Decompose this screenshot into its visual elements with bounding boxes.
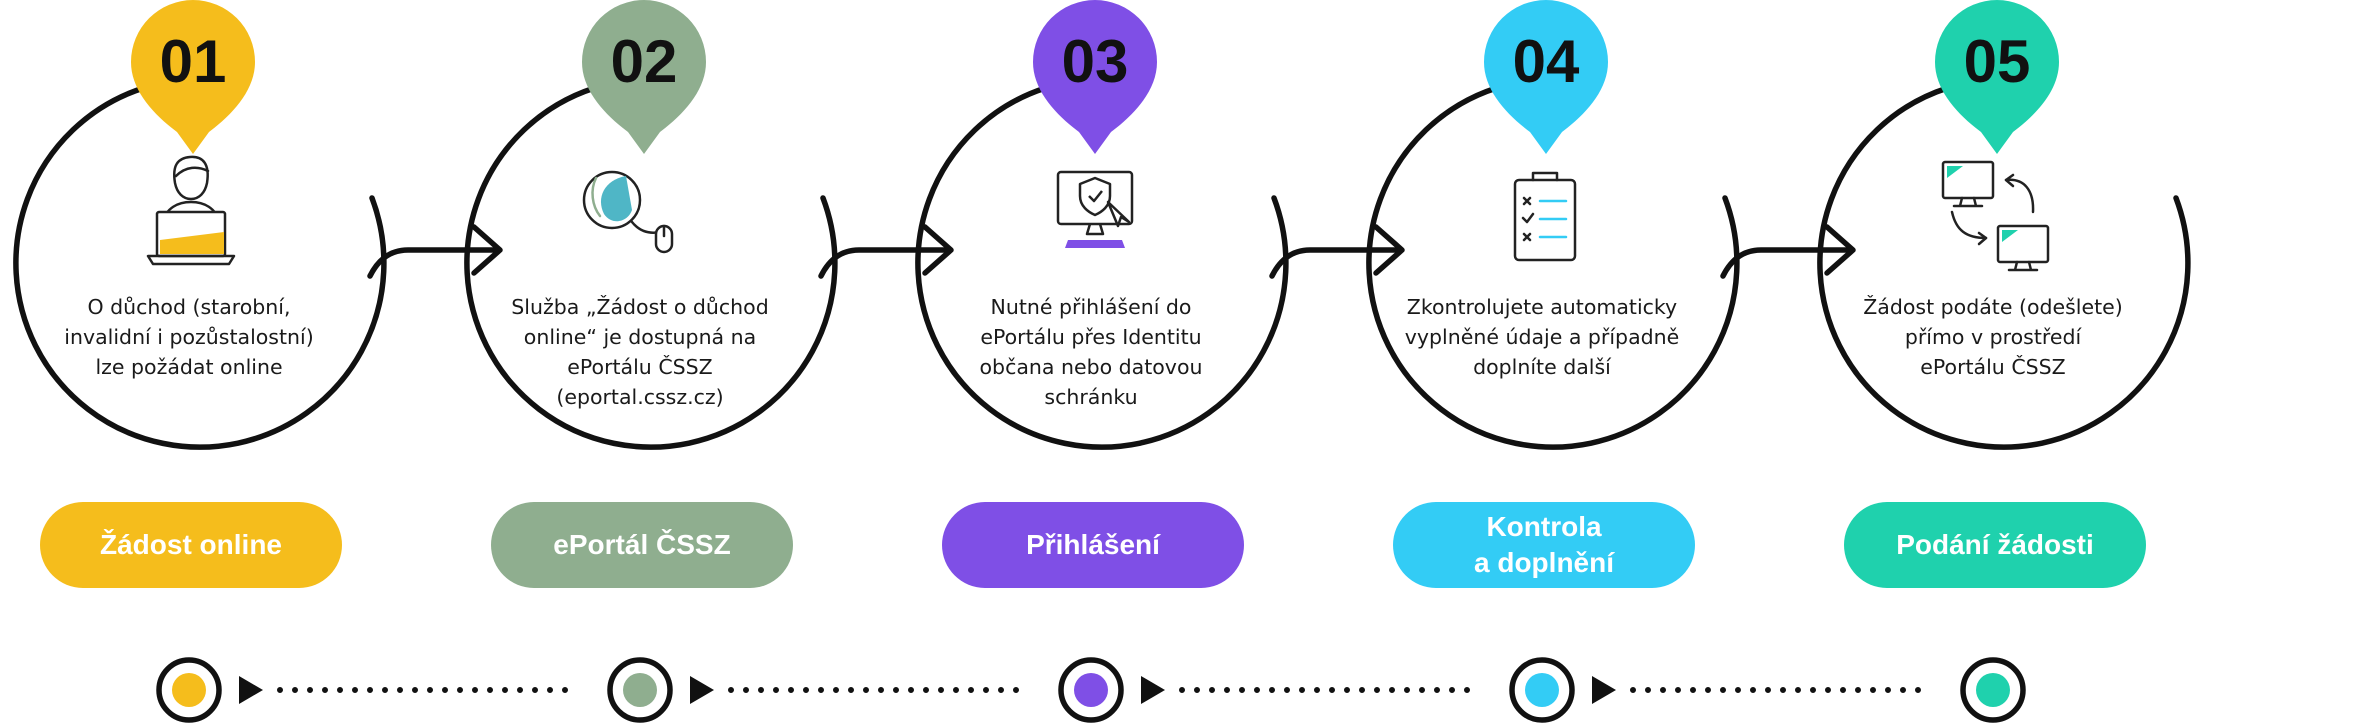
person-at-laptop-icon bbox=[146, 155, 236, 266]
description-line: online“ je dostupná na bbox=[523, 325, 757, 349]
number-pin-2: 02 bbox=[582, 0, 706, 154]
timeline-node-5 bbox=[1960, 657, 2026, 723]
pill-label: ePortál ČSSZ bbox=[553, 529, 731, 560]
arrowhead-3 bbox=[1373, 224, 1405, 276]
step-number-2: 02 bbox=[611, 28, 678, 95]
description-line: Služba „Žádost o důchod bbox=[511, 295, 769, 319]
step-description-2: Služba „Žádost o důchod online“ je dostu… bbox=[490, 292, 790, 412]
step-label-pill-4: Kontrola a doplnění bbox=[1393, 502, 1695, 588]
connector-arrow-4 bbox=[1720, 247, 1854, 279]
arrowhead-1 bbox=[471, 224, 503, 276]
timeline-arrowhead-3 bbox=[1141, 676, 1165, 704]
description-line: Žádost podáte (odešlete) bbox=[1863, 295, 2123, 319]
step-circle-4 bbox=[1366, 76, 1740, 450]
number-pin-3: 03 bbox=[1033, 0, 1157, 154]
timeline-node-3 bbox=[1058, 657, 1124, 723]
description-line: přímo v prostředí bbox=[1904, 325, 2082, 349]
step-number-5: 05 bbox=[1964, 28, 2031, 95]
number-pin-5: 05 bbox=[1935, 0, 2059, 154]
description-line: lze požádat online bbox=[95, 355, 283, 379]
description-line: vyplněné údaje a případně bbox=[1404, 325, 1680, 349]
pill-label: Přihlášení bbox=[1026, 529, 1160, 560]
description-line: O důchod (starobní, bbox=[87, 295, 291, 319]
timeline-node-4 bbox=[1509, 657, 1575, 723]
description-line: doplníte další bbox=[1473, 355, 1611, 379]
step-circle-1 bbox=[13, 76, 387, 450]
timeline-arrowhead-1 bbox=[239, 676, 263, 704]
step-circle-3 bbox=[915, 76, 1289, 450]
step-label-pill-2: ePortál ČSSZ bbox=[491, 502, 793, 588]
timeline bbox=[156, 657, 2026, 723]
step-description-3: Nutné přihlášení do ePortálu přes Identi… bbox=[941, 292, 1241, 412]
description-line: Nutné přihlášení do bbox=[990, 295, 1192, 319]
timeline-arrowhead-2 bbox=[690, 676, 714, 704]
monitors-exchange-icon bbox=[1941, 160, 2050, 272]
connector-arrow-3 bbox=[1269, 247, 1403, 279]
step-label-pill-3: Přihlášení bbox=[942, 502, 1244, 588]
step-description-5: Žádost podáte (odešlete) přímo v prostře… bbox=[1843, 292, 2143, 382]
secure-login-computer-icon bbox=[1056, 170, 1134, 248]
pill-label: Kontrola bbox=[1486, 511, 1602, 542]
description-line: občana nebo datovou bbox=[979, 355, 1203, 379]
step-number-1: 01 bbox=[160, 28, 227, 95]
pill-label: a doplnění bbox=[1474, 547, 1614, 578]
timeline-node-2 bbox=[607, 657, 673, 723]
connector-arrows bbox=[367, 224, 1856, 279]
arrowhead-2 bbox=[922, 224, 954, 276]
connector-arrow-1 bbox=[367, 247, 501, 279]
pill-label: Žádost online bbox=[100, 529, 282, 560]
description-line: ePortálu ČSSZ bbox=[1920, 355, 2066, 379]
description-line: schránku bbox=[1044, 385, 1138, 409]
description-line: invalidní i pozůstalostní) bbox=[64, 325, 314, 349]
description-line: Zkontrolujete automaticky bbox=[1406, 295, 1678, 319]
step-number-3: 03 bbox=[1062, 28, 1129, 95]
step-circle-2 bbox=[464, 76, 838, 450]
connector-arrow-2 bbox=[818, 247, 952, 279]
step-description-1: O důchod (starobní, invalidní i pozůstal… bbox=[39, 292, 339, 382]
description-line: ePortálu přes Identitu bbox=[980, 325, 1202, 349]
step-label-pill-1: Žádost online bbox=[40, 502, 342, 588]
checklist-clipboard-icon bbox=[1513, 171, 1577, 262]
timeline-arrowhead-4 bbox=[1592, 676, 1616, 704]
globe-mouse-icon bbox=[582, 170, 674, 254]
description-line: (eportal.cssz.cz) bbox=[556, 385, 724, 409]
step-description-4: Zkontrolujete automaticky vyplněné údaje… bbox=[1392, 292, 1692, 382]
description-line: ePortálu ČSSZ bbox=[567, 355, 713, 379]
step-label-pill-5: Podání žádosti bbox=[1844, 502, 2146, 588]
timeline-node-1 bbox=[156, 657, 222, 723]
step-number-4: 04 bbox=[1513, 28, 1580, 95]
pill-label: Podání žádosti bbox=[1896, 529, 2094, 560]
arrowhead-4 bbox=[1824, 224, 1856, 276]
number-pin-1: 01 bbox=[131, 0, 255, 154]
step-circle-5 bbox=[1817, 76, 2191, 450]
number-pin-4: 04 bbox=[1484, 0, 1608, 154]
